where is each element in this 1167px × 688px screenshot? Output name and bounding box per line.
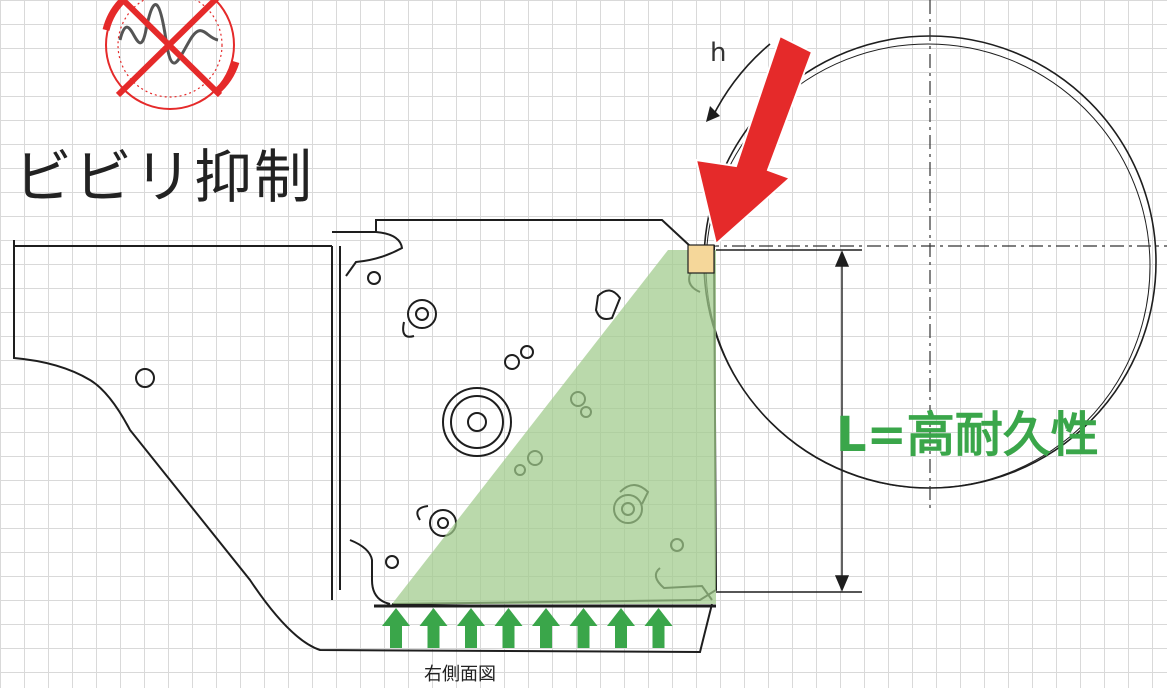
rotation-label: h [710,38,727,68]
support-reaction-arrow-icon [419,608,448,648]
vibration-crossed-out-icon [102,0,240,110]
support-reaction-arrow-icon [644,608,673,648]
support-reaction-arrow-icon [569,608,598,648]
insert-tip [687,244,715,274]
length-dimension [716,249,862,593]
figure-caption: 右側面図 [424,664,496,685]
support-reaction-arrow-icon [382,608,410,648]
stiffness-triangle [392,250,716,604]
support-arrows [382,608,673,648]
page-title: ビビリ抑制 [14,143,315,211]
support-reaction-arrow-icon [607,608,635,648]
support-reaction-arrow-icon [494,608,523,648]
durability-label: L=高耐久性 [836,407,1099,463]
rotation-arrow [706,43,771,122]
support-reaction-arrow-icon [532,608,560,648]
cutting-force-arrow-icon [694,34,814,246]
support-reaction-arrow-icon [457,608,485,648]
